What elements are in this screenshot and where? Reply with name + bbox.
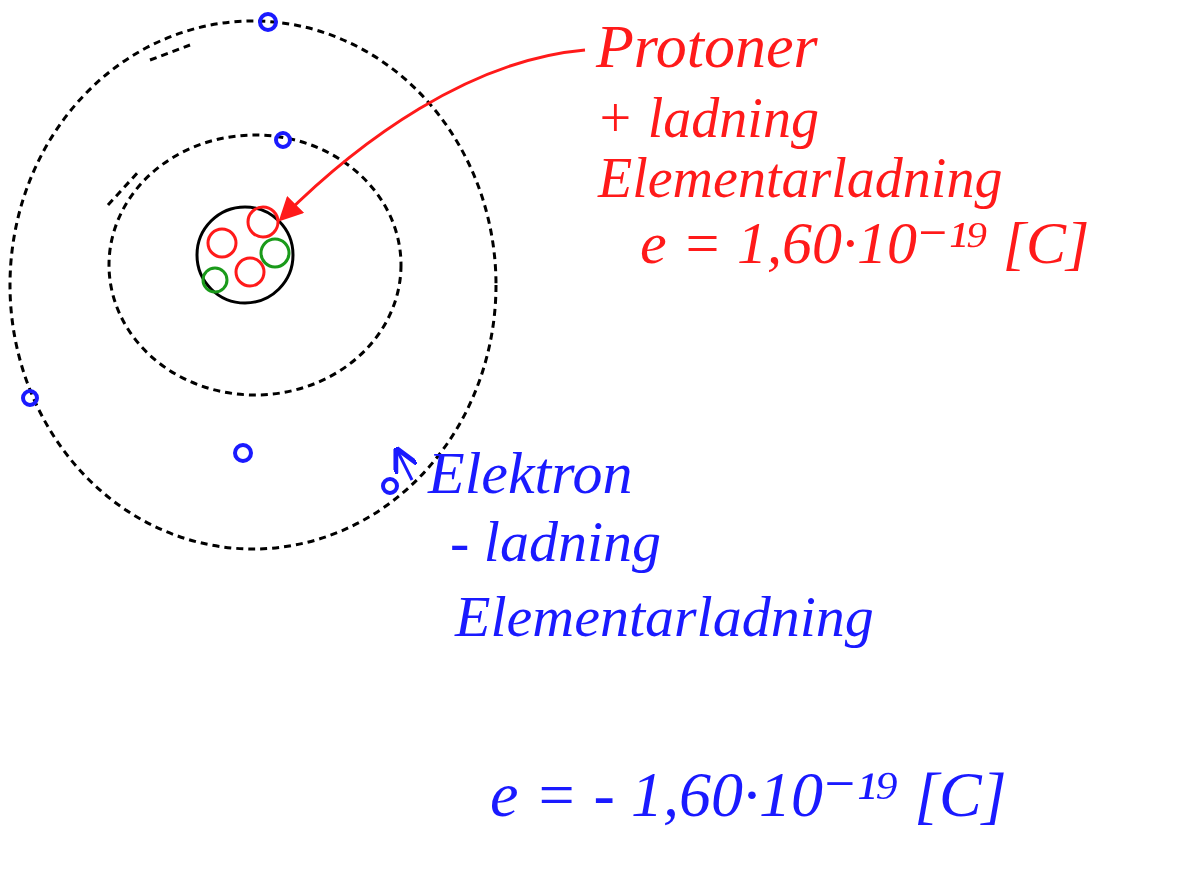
leader-arrow bbox=[282, 50, 585, 218]
nucleus bbox=[197, 207, 293, 303]
inner-orbit bbox=[109, 135, 401, 395]
charge-value: e = 1,60·10⁻¹⁹ [C] bbox=[640, 210, 1089, 276]
electron bbox=[383, 479, 397, 493]
charge-note: + ladning bbox=[596, 88, 819, 150]
electron bbox=[23, 391, 37, 405]
part-name: Elektron bbox=[428, 440, 632, 506]
charge-note: Elementarladning bbox=[598, 148, 1002, 210]
proton bbox=[236, 258, 264, 286]
orbit-stroke bbox=[108, 170, 140, 205]
charge-value: e = - 1,60·10⁻¹⁹ [C] bbox=[490, 760, 1007, 830]
outer-orbit bbox=[10, 21, 496, 549]
electron bbox=[235, 445, 251, 461]
proton bbox=[208, 229, 236, 257]
leader-arrow bbox=[398, 452, 412, 480]
orbit-stroke bbox=[150, 45, 190, 60]
neutron bbox=[261, 239, 289, 267]
proton bbox=[248, 207, 278, 237]
charge-note: Elementarladning bbox=[455, 585, 874, 649]
charge-note: - ladning bbox=[450, 510, 661, 574]
neutron bbox=[203, 268, 227, 292]
electron bbox=[260, 14, 276, 30]
part-name: Protoner bbox=[596, 12, 818, 80]
electron bbox=[276, 133, 290, 147]
